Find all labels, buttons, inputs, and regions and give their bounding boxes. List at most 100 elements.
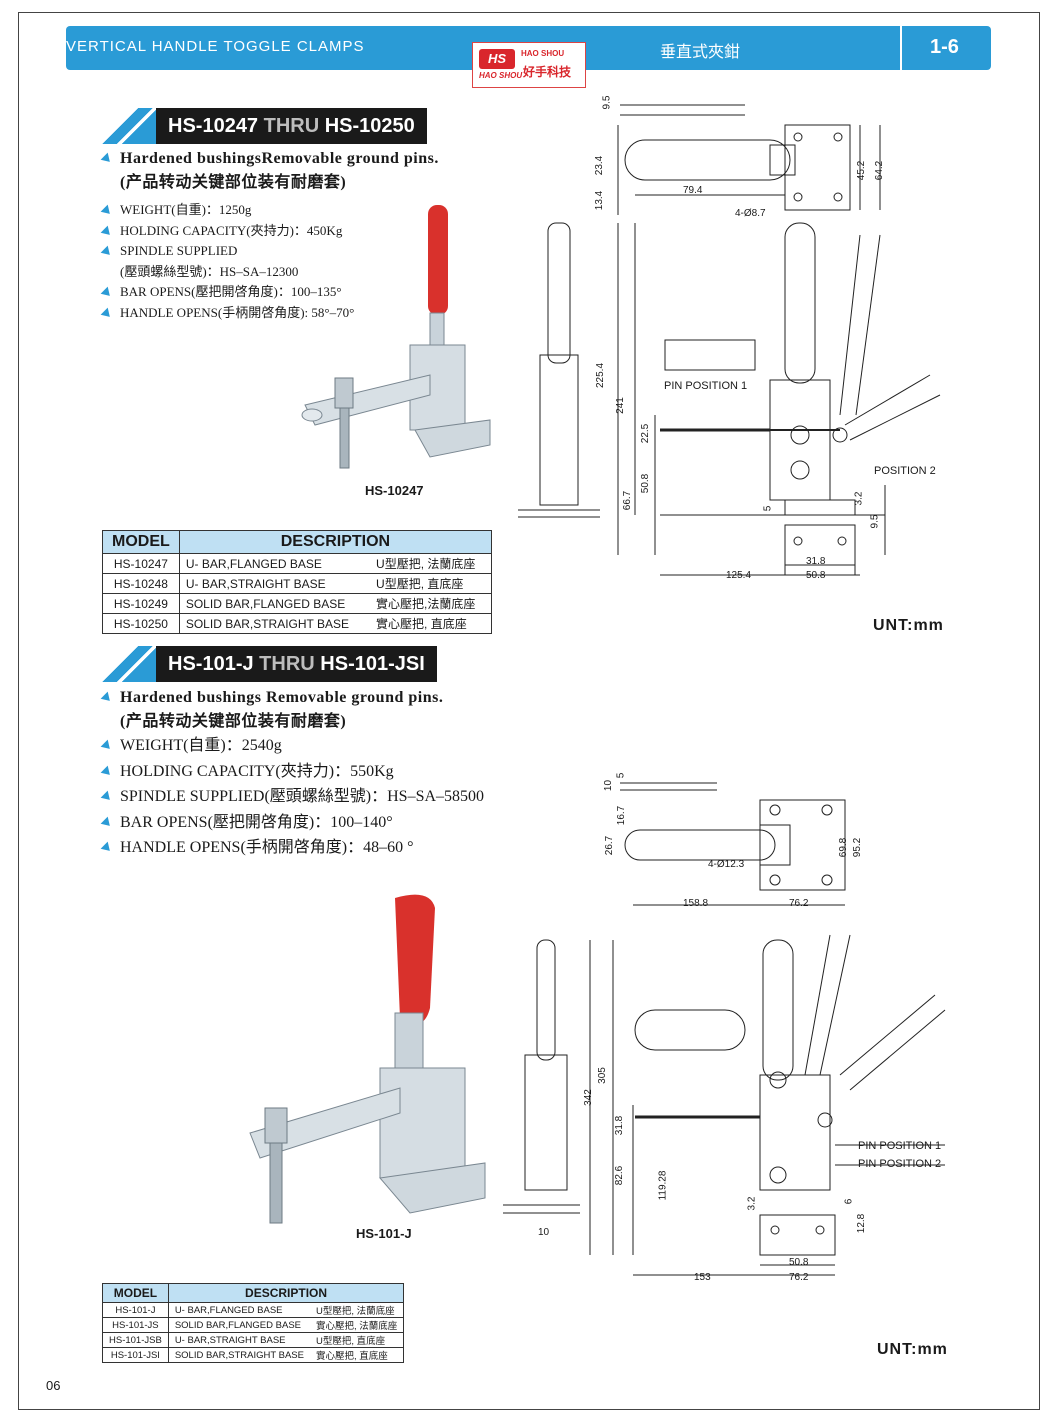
cell-model: HS-101-J (102, 1302, 169, 1318)
dim-9-5-b: 9.5 (869, 514, 881, 529)
dim-79-4: 79.4 (683, 185, 703, 196)
dim-82-6: 82.6 (614, 1165, 626, 1186)
dim-95-2: 95.2 (852, 837, 864, 858)
bullet-icon (100, 204, 114, 218)
photo1-caption: HS-10247 (365, 483, 424, 498)
bullet-icon (100, 307, 114, 320)
spec-bar-opens: BAR OPENS(壓把開啓角度)：100–140° (120, 813, 393, 831)
dim-45-2: 45.2 (856, 160, 868, 181)
section1-title-a: HS-10247 (168, 115, 259, 137)
cell-desc-en: U- BAR,FLANGED BASE (178, 553, 371, 574)
cell-desc-cn: U型壓把, 法蘭底座 (309, 1302, 405, 1318)
dim-31-8: 31.8 (614, 1115, 626, 1136)
cell-desc-cn: U型壓把, 直底座 (309, 1332, 405, 1348)
feature-line1: Hardened bushingsRemovable ground pins. (120, 150, 439, 167)
bullet-icon (100, 286, 114, 300)
cell-model: HS-10247 (102, 553, 180, 574)
bullet-icon (100, 816, 114, 830)
section2-title: HS-101-J THRU HS-101-JSI (100, 646, 500, 682)
spec-weight: WEIGHT(自重)：1250g (120, 202, 252, 217)
dim-16-7: 16.7 (616, 805, 628, 826)
dim-50-8-b: 50.8 (806, 570, 826, 581)
cell-desc-en: SOLID BAR,FLANGED BASE (178, 593, 371, 614)
header-left-title: VERTICAL HANDLE TOGGLE CLAMPS (66, 38, 365, 55)
section1-title-thru: THRU (263, 115, 320, 137)
cell-desc-en: U- BAR,FLANGED BASE (167, 1302, 310, 1318)
dim-225-4: 225.4 (595, 362, 607, 389)
dim-3-2: 3.2 (853, 491, 865, 506)
dim-hole-8-7: 4-Ø8.7 (735, 208, 766, 219)
dim-10-b: 10 (538, 1227, 550, 1238)
logo-cn: 好手科技 (523, 65, 572, 79)
dim-6: 6 (843, 1198, 855, 1205)
bullet-icon (100, 841, 114, 855)
section2-features: Hardened bushings Removable ground pins.… (100, 689, 444, 731)
label-pin-position-1: PIN POSITION 1 (664, 380, 748, 392)
dim-50-8: 50.8 (640, 473, 652, 494)
title-wedge (100, 108, 160, 144)
label-pin-position-2: PIN POSITION 2 (858, 1158, 942, 1170)
title-wedge (100, 646, 160, 682)
dim-26-7: 26.7 (604, 835, 616, 856)
section2-title-thru: THRU (259, 653, 315, 675)
cell-model: HS-101-JSB (102, 1332, 169, 1348)
section2-specs: WEIGHT(自重)：2540g HOLDING CAPACITY(夾持力)：5… (100, 733, 484, 861)
cell-desc-en: SOLID BAR,STRAIGHT BASE (167, 1347, 310, 1363)
cell-model: HS-10248 (102, 573, 180, 594)
cell-desc-en: SOLID BAR,FLANGED BASE (167, 1317, 310, 1333)
table-header-model: MODEL (102, 1283, 169, 1303)
cell-desc-en: U- BAR,STRAIGHT BASE (167, 1332, 310, 1348)
section1-title-b: HS-10250 (324, 115, 415, 137)
spec-spindle-model: (壓頭螺絲型號)：HS–SA–12300 (120, 263, 299, 279)
header-center-title: 垂直式夾鉗 (660, 44, 741, 61)
dim-158-8: 158.8 (683, 898, 709, 909)
spec-handle-opens: HANDLE OPENS(手柄開啓角度): 58°–70° (120, 304, 355, 320)
cell-desc-cn: 實心壓把, 法蘭底座 (309, 1317, 405, 1333)
section2-unit: UNT:mm (877, 1341, 948, 1358)
section1-features: Hardened bushingsRemovable ground pins. … (100, 150, 439, 192)
section2-title-b: HS-101-JSI (320, 653, 425, 675)
cell-desc-en: SOLID BAR,STRAIGHT BASE (178, 613, 371, 634)
dim-9-5: 9.5 (601, 95, 613, 110)
dim-50-8: 50.8 (789, 1257, 809, 1268)
technical-drawing-1 (518, 104, 941, 576)
dim-22-5: 22.5 (640, 423, 652, 444)
logo-mark: HS (479, 49, 515, 69)
red-handle (395, 894, 435, 1024)
feature-line2: (产品转动关键部位装有耐磨套) (120, 713, 347, 730)
bullet-icon (100, 152, 114, 166)
logo-en-top: HAO SHOU (521, 49, 565, 58)
section2-title-bar: HS-101-J THRU HS-101-JSI (156, 646, 437, 682)
spec-holding: HOLDING CAPACITY(夾持力)：450Kg (120, 222, 343, 238)
dim-13-4: 13.4 (594, 190, 606, 211)
spec-spindle: SPINDLE SUPPLIED (120, 243, 238, 258)
spec-holding: HOLDING CAPACITY(夾持力)：550Kg (120, 762, 394, 780)
table-header-description: DESCRIPTION (178, 530, 493, 554)
dim-125-4: 125.4 (726, 570, 752, 581)
cell-model: HS-10250 (102, 613, 180, 634)
dim-31-8: 31.8 (806, 556, 826, 567)
cell-model: HS-101-JSI (102, 1347, 169, 1363)
feature-line1: Hardened bushings Removable ground pins. (120, 689, 444, 706)
bullet-icon (100, 739, 114, 753)
dim-241: 241 (614, 397, 626, 414)
cell-model: HS-10249 (102, 593, 180, 614)
dim-153: 153 (694, 1272, 711, 1283)
bullet-icon (100, 691, 114, 705)
cell-desc-cn: 實心壓把, 直底座 (370, 613, 493, 634)
dim-5: 5 (762, 505, 774, 512)
page-frame (18, 12, 1040, 1410)
section1-title-bar: HS-10247 THRU HS-10250 (156, 108, 427, 144)
technical-drawing-2 (503, 782, 946, 1276)
dim-119-28: 119.28 (657, 1170, 669, 1201)
dim-64-2: 64.2 (874, 160, 886, 181)
bullet-icon (100, 790, 114, 804)
label-position-2: POSITION 2 (874, 465, 936, 477)
table-header-model: MODEL (102, 530, 180, 554)
